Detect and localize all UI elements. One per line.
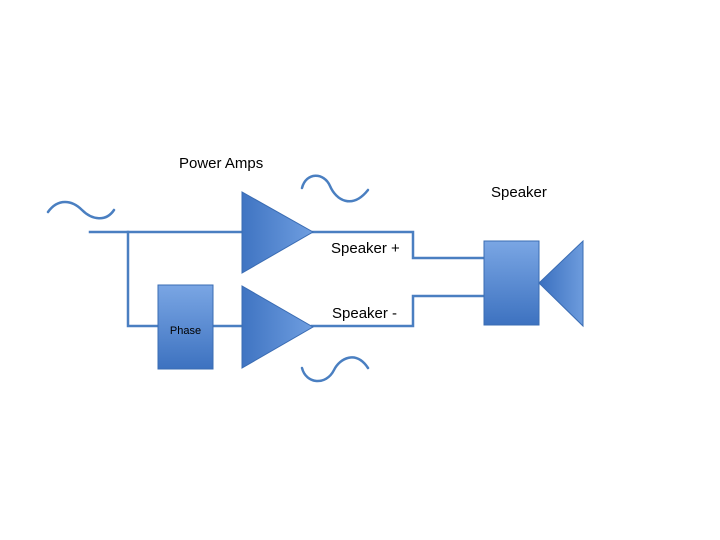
speaker-body bbox=[483, 240, 540, 326]
speaker-minus-label: Speaker - bbox=[332, 305, 397, 322]
phase-label: Phase bbox=[170, 325, 201, 337]
amp-top-wave-icon bbox=[300, 174, 370, 203]
input-wave-icon bbox=[46, 200, 116, 220]
power-amps-label: Power Amps bbox=[179, 155, 263, 172]
waves bbox=[46, 174, 370, 383]
wires bbox=[88, 230, 486, 328]
speaker-cone bbox=[538, 239, 584, 328]
power-amp-bottom-icon bbox=[241, 285, 314, 369]
power-amp-top-icon bbox=[241, 191, 315, 274]
speaker-minus-wire bbox=[310, 294, 486, 328]
speaker-plus-label: Speaker + bbox=[331, 240, 400, 257]
speaker-label: Speaker bbox=[491, 184, 547, 201]
phase-branch-wire bbox=[126, 230, 160, 328]
speaker-plus-wire bbox=[310, 230, 486, 260]
phase-block bbox=[157, 284, 214, 370]
amp-bottom-wave-icon bbox=[300, 356, 370, 383]
speaker-icon bbox=[483, 239, 584, 328]
